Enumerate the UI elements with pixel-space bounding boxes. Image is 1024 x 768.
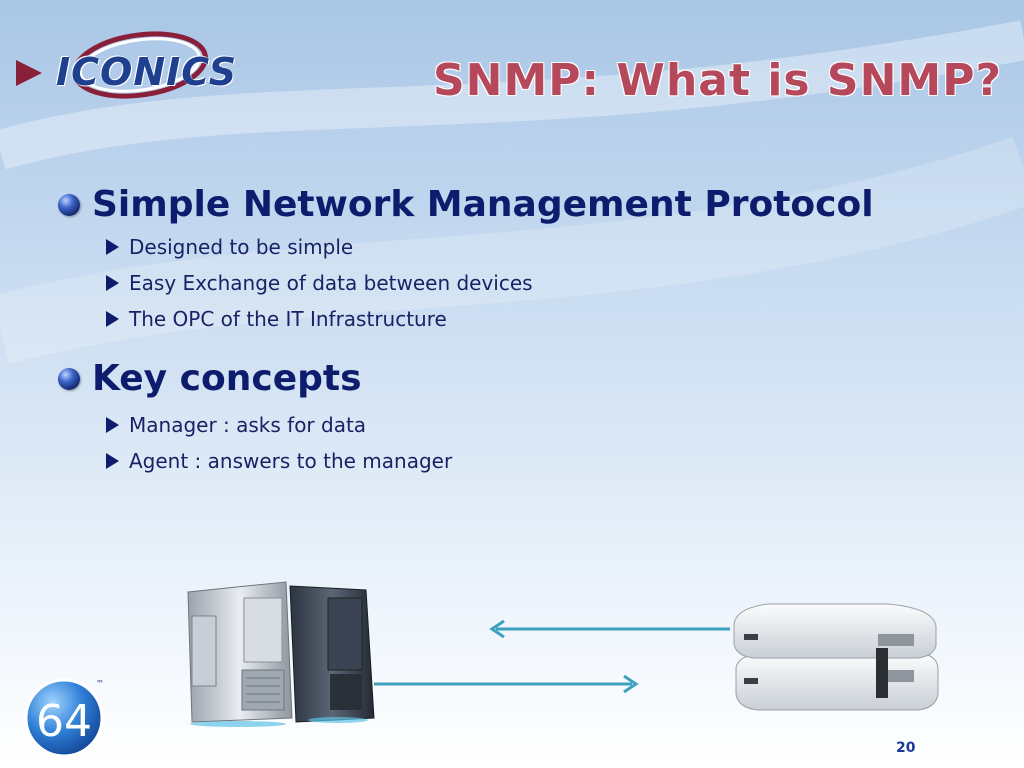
network-device-icon xyxy=(733,603,939,711)
list-item: Easy Exchange of data between devices xyxy=(106,265,874,301)
triangle-bullet-icon xyxy=(106,453,119,469)
slide-title: SNMP: What is SNMP? xyxy=(432,55,1002,106)
version-64-badge: 64 ™ xyxy=(24,678,104,758)
main-bullet: Key concepts xyxy=(58,358,452,399)
section-heading: Simple Network Management Protocol xyxy=(92,184,874,225)
list-item-text: Agent : answers to the manager xyxy=(129,449,453,473)
iconics-logo: ICONICS xyxy=(10,20,236,110)
list-item: Agent : answers to the manager xyxy=(106,443,452,479)
trademark-symbol: ™ xyxy=(96,679,104,688)
triangle-bullet-icon xyxy=(106,275,119,291)
sub-bullet-list: Designed to be simple Easy Exchange of d… xyxy=(58,229,874,337)
sub-bullet-list: Manager : asks for data Agent : answers … xyxy=(58,407,452,479)
blue-orb-bullet-icon xyxy=(58,193,80,216)
play-arrow-icon xyxy=(16,60,42,86)
section-key-concepts: Key concepts Manager : asks for data Age… xyxy=(58,358,452,479)
list-item-text: Designed to be simple xyxy=(129,235,354,259)
section-protocol: Simple Network Management Protocol Desig… xyxy=(58,184,874,337)
arrow-left-icon xyxy=(489,619,730,639)
main-bullet: Simple Network Management Protocol xyxy=(58,184,874,225)
data-exchange-arrows xyxy=(374,619,730,694)
list-item-text: The OPC of the IT Infrastructure xyxy=(129,307,447,331)
triangle-bullet-icon xyxy=(106,311,119,327)
section-heading: Key concepts xyxy=(92,358,362,399)
list-item: Designed to be simple xyxy=(106,229,874,265)
triangle-bullet-icon xyxy=(106,239,119,255)
blue-orb-bullet-icon xyxy=(58,367,80,390)
badge-number: 64 xyxy=(36,696,92,747)
list-item-text: Easy Exchange of data between devices xyxy=(129,271,533,295)
triangle-bullet-icon xyxy=(106,417,119,433)
list-item: Manager : asks for data xyxy=(106,407,452,443)
logo-ring-icon xyxy=(72,31,208,99)
logo-text: ICONICS xyxy=(56,50,238,94)
list-item-text: Manager : asks for data xyxy=(129,413,367,437)
arrow-right-icon xyxy=(374,674,639,694)
server-tower-icon xyxy=(187,581,375,727)
list-item: The OPC of the IT Infrastructure xyxy=(106,301,874,337)
page-number: 20 xyxy=(896,740,916,756)
